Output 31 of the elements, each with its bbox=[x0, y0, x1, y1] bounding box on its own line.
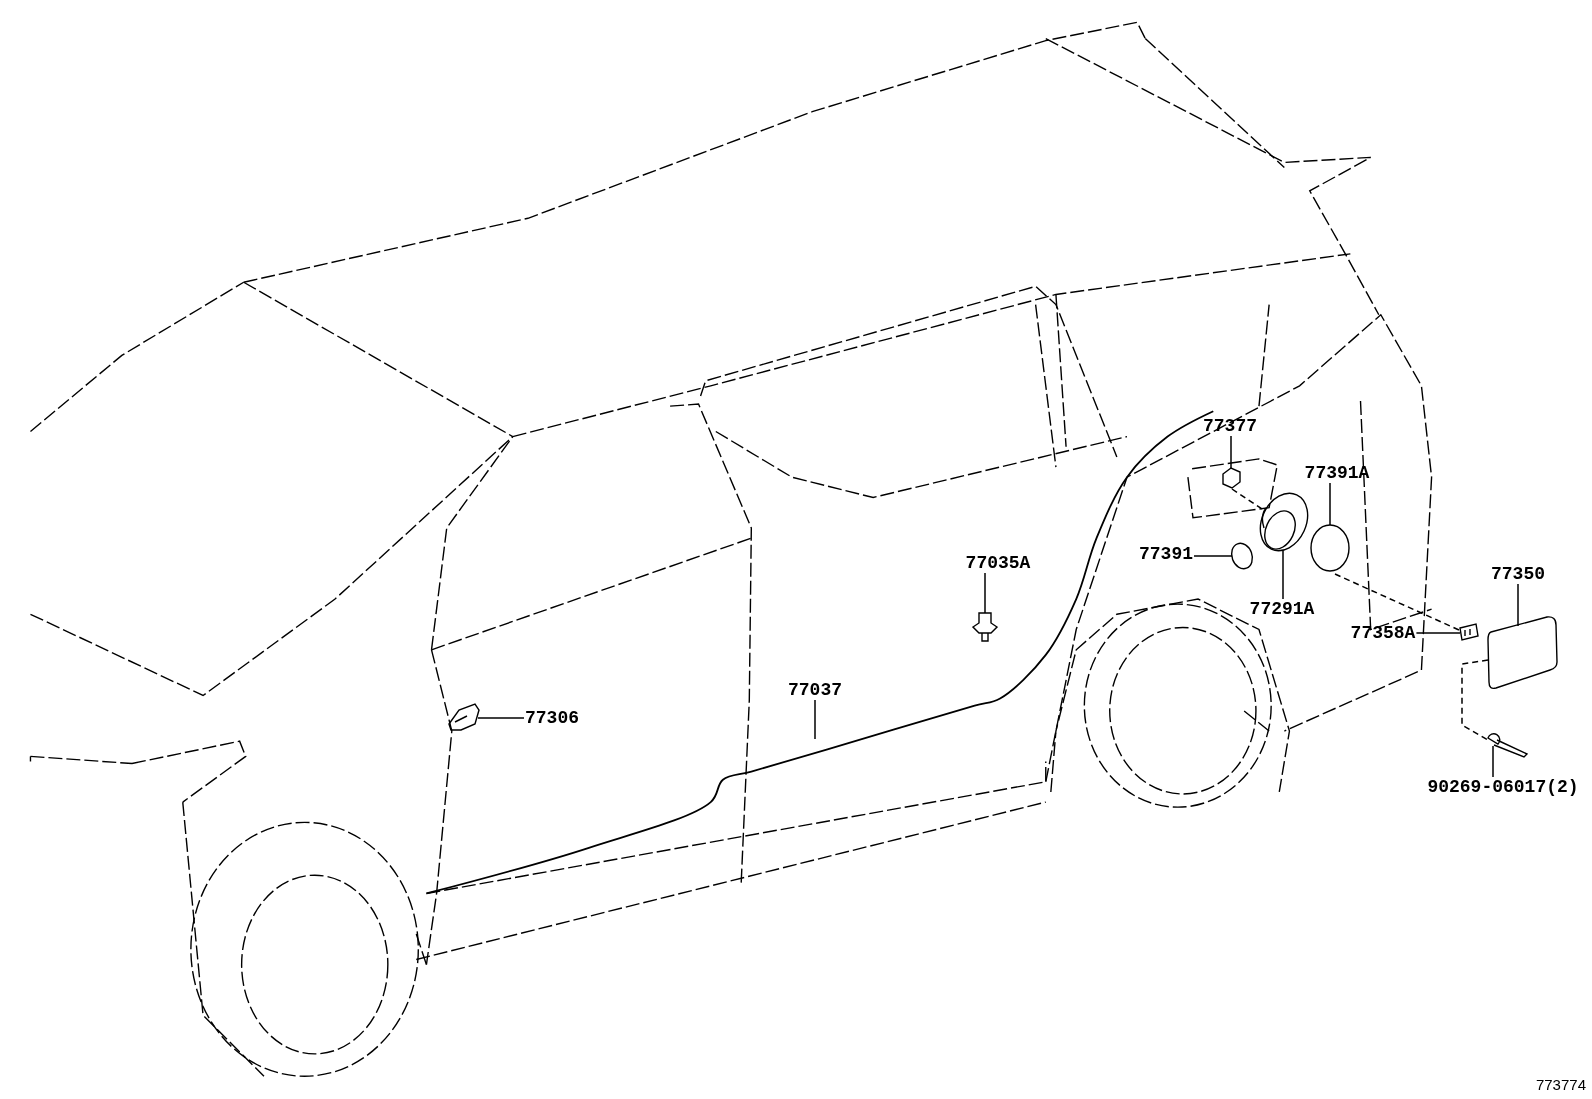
callout-number: 90269-06017(2) bbox=[1426, 777, 1580, 797]
leader-line bbox=[1282, 550, 1284, 600]
callout-number: 77306 bbox=[524, 708, 580, 728]
seal-ring bbox=[1310, 524, 1350, 572]
callout-number: 77358A bbox=[1349, 623, 1417, 643]
leader-line bbox=[814, 699, 816, 740]
callout-number: 77391 bbox=[1138, 544, 1194, 564]
leader-line bbox=[1193, 555, 1233, 557]
callout-number: 77291A bbox=[1248, 599, 1316, 619]
seal-ring bbox=[1230, 542, 1254, 570]
leader-line bbox=[477, 717, 525, 719]
screw-drawing bbox=[1487, 733, 1528, 758]
clip-drawing bbox=[1459, 623, 1479, 641]
clip-drawing bbox=[1222, 467, 1241, 489]
leader-line bbox=[984, 572, 986, 614]
leader-line bbox=[1415, 632, 1461, 634]
callout-number: 77377 bbox=[1202, 416, 1258, 436]
assembly-line bbox=[1461, 659, 1489, 741]
assembly-line bbox=[1334, 573, 1460, 631]
leader-line bbox=[1517, 583, 1519, 627]
callout-number: 77037 bbox=[787, 680, 843, 700]
assembly-line bbox=[1231, 488, 1263, 510]
leader-line bbox=[1492, 745, 1494, 778]
callout-number: 77350 bbox=[1490, 564, 1546, 584]
fuel-lid-drawing bbox=[1487, 616, 1558, 690]
leader-line bbox=[1230, 435, 1232, 469]
fuel-inlet-housing-drawing bbox=[1259, 492, 1309, 552]
callout-number: 77391A bbox=[1303, 463, 1371, 483]
callout-number: 77035A bbox=[964, 553, 1032, 573]
drawing-number: 773774 bbox=[1535, 1076, 1586, 1093]
leader-line bbox=[1329, 482, 1331, 526]
